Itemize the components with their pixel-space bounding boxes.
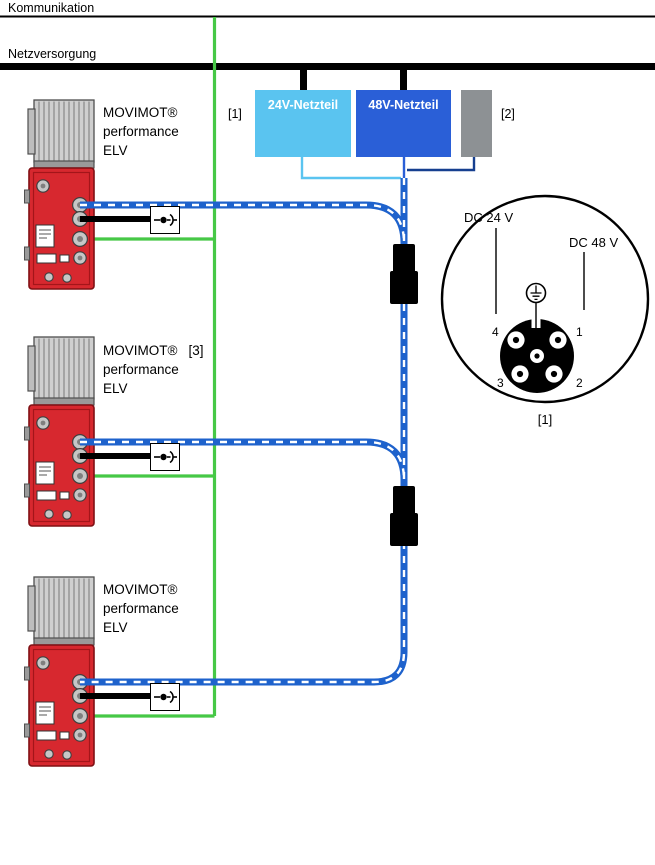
psu48-supply-drop: [400, 70, 407, 91]
module-output-line: [407, 157, 476, 172]
plug-connector-box-3: [150, 683, 180, 711]
drive-2-label: MOVIMOT®[3] performance ELV: [103, 343, 204, 396]
plug-icon: [154, 690, 177, 704]
hybrid-cable-branch-1: [80, 201, 408, 244]
dc24-label: DC 24 V: [464, 210, 513, 225]
power-bus-label: Netzversorgung: [8, 47, 97, 61]
hybrid-cable-branch-1-dash: [80, 203, 406, 244]
detail-ref-label: [1]: [538, 412, 552, 427]
pin1-label: 1: [576, 325, 583, 339]
communication-network-line: [80, 17, 217, 718]
pin4-label: 4: [492, 325, 499, 339]
psu24-output-line: [300, 157, 401, 180]
ref-2-label: [2]: [501, 107, 515, 121]
pin2-label: 2: [576, 376, 583, 390]
drive-3-label: MOVIMOT® performance ELV: [103, 582, 179, 635]
communication-bus-label: Kommunikation: [8, 1, 95, 15]
movimot-drive-2: [23, 336, 95, 527]
ground-icon: [525, 282, 547, 304]
power-bus-line: [0, 63, 655, 70]
connector-detail-view: DC 24 V DC 48 V 4 1 3: [440, 194, 650, 427]
dc48-label: DC 48 V: [569, 235, 618, 250]
plug-icon: [154, 450, 177, 464]
connector-face: [500, 302, 574, 393]
drive-1-name: MOVIMOT®: [103, 105, 178, 120]
psu-24v-box: 24V-Netzteil: [255, 90, 351, 157]
plug-connector-box-2: [150, 443, 180, 471]
plug-connector-box-1: [150, 206, 180, 234]
hybrid-cable-main-dash: [80, 178, 406, 684]
psu-24v-label: 24V-Netzteil: [267, 98, 339, 112]
drive-1-label: MOVIMOT® performance ELV: [103, 105, 179, 158]
ref-1-label: [1]: [228, 107, 242, 121]
communication-bus-line: [0, 15, 655, 18]
cable-connector-block-2: [390, 486, 418, 546]
detail-bubble: [440, 194, 650, 404]
pin3-label: 3: [497, 376, 504, 390]
drive-2-name: MOVIMOT®: [103, 343, 178, 358]
psu-48v-box: 48V-Netzteil: [356, 90, 451, 157]
drive-2-ref: [3]: [188, 343, 204, 358]
movimot-drive-3: [23, 576, 95, 767]
psu24-supply-drop: [300, 70, 307, 91]
movimot-drive-1: [23, 99, 95, 290]
plug-icon: [154, 213, 177, 227]
psu-48v-label: 48V-Netzteil: [368, 98, 439, 112]
supply-module-box: [461, 90, 492, 157]
cable-connector-block-1: [390, 244, 418, 304]
drive-3-name: MOVIMOT®: [103, 582, 178, 597]
hybrid-cable-branch-2-dash: [80, 440, 406, 481]
hybrid-cable-branch-2: [80, 438, 408, 481]
